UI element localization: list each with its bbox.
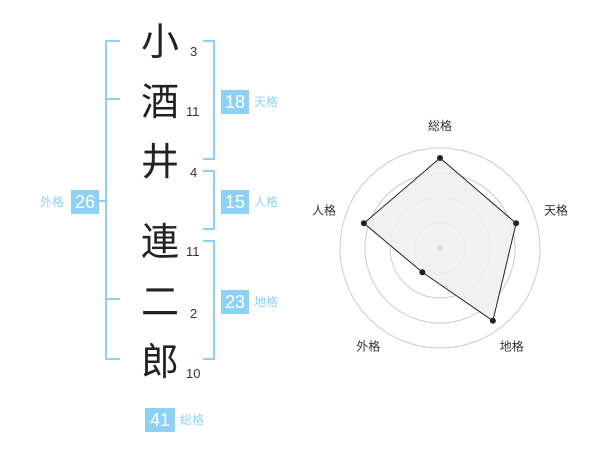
jinkaku-label: 人格: [254, 195, 279, 209]
gaikaku-bracket-tick-2: [105, 298, 120, 300]
chikaku-score-badge: 23: [221, 290, 249, 314]
jinkaku-bracket-vertical: [213, 170, 215, 230]
tenkaku-bracket-vertical: [213, 40, 215, 160]
radar-area: [363, 157, 517, 322]
jinkaku-bracket-bottom: [203, 228, 215, 230]
radar-point-5: [360, 220, 367, 227]
radar-axis-label-3: 地格: [500, 339, 524, 354]
stroke-count-4: 11: [186, 244, 200, 259]
radar-axis-label-5: 人格: [312, 202, 336, 217]
radar-axis-label-2: 天格: [544, 202, 568, 217]
stroke-count-6: 10: [186, 366, 201, 381]
tenkaku-score-badge: 18: [221, 90, 249, 114]
gaikaku-connector: [98, 200, 106, 202]
chikaku-label: 地格: [254, 295, 279, 309]
chikaku-bracket-bottom: [203, 358, 215, 360]
stroke-count-1: 3: [190, 44, 198, 59]
name-char-5: 二: [140, 280, 179, 324]
radar-center-dot: [437, 245, 443, 251]
gaikaku-bracket-top: [105, 40, 120, 42]
radar-ring-4: [339, 147, 541, 349]
radar-point-3: [489, 317, 496, 324]
chikaku-bracket-vertical: [213, 240, 215, 360]
radar-point-4: [419, 269, 426, 276]
radar-axis-label-4: 外格: [356, 339, 380, 354]
gaikaku-bracket-vertical: [105, 40, 107, 360]
gaikaku-bracket-tick-1: [105, 98, 120, 100]
radar-point-1: [437, 155, 443, 161]
jinkaku-bracket-top: [203, 170, 215, 172]
stroke-count-5: 2: [190, 306, 198, 321]
stroke-count-2: 11: [186, 104, 200, 119]
jinkaku-score-badge: 15: [221, 190, 249, 214]
radar-points: [360, 155, 520, 324]
soukaku-label: 総格: [180, 413, 205, 427]
name-char-1: 小: [140, 20, 179, 64]
radar-point-2: [513, 220, 520, 227]
gaikaku-label: 外格: [40, 195, 65, 209]
radar-axis-label-1: 総格: [428, 118, 452, 133]
soukaku-score-badge: 41: [145, 408, 175, 432]
chikaku-bracket-top: [203, 240, 215, 242]
tenkaku-bracket-top: [203, 40, 215, 42]
gaikaku-score-badge: 26: [71, 190, 99, 214]
name-char-3: 井: [140, 140, 179, 184]
name-char-4: 連: [140, 220, 179, 264]
gaikaku-bracket-bottom: [105, 358, 120, 360]
tenkaku-label: 天格: [254, 95, 279, 109]
name-char-6: 郎: [140, 340, 179, 384]
tenkaku-bracket-bottom: [203, 158, 215, 160]
stroke-count-3: 4: [190, 165, 198, 180]
name-char-2: 酒: [140, 80, 179, 124]
